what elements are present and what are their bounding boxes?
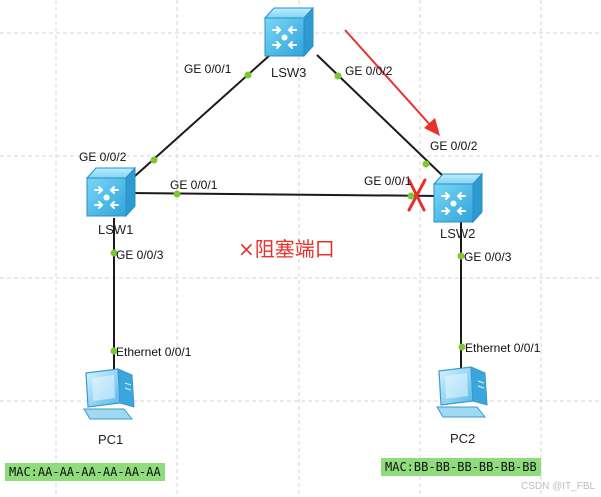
device-label-lsw3: LSW3 xyxy=(271,65,307,80)
port-label-pc1-eth001: Ethernet 0/0/1 xyxy=(116,345,192,359)
port-label-lsw1-ge001: GE 0/0/1 xyxy=(170,178,218,192)
arrow-icon xyxy=(344,29,440,136)
blocked-port-annotation: ×阻塞端口 xyxy=(238,237,335,261)
device-label-lsw2: LSW2 xyxy=(440,226,476,241)
pc-icon xyxy=(83,368,135,420)
port-label-lsw1-ge002: GE 0/0/2 xyxy=(79,150,127,164)
port-label-lsw1-ge003: GE 0/0/3 xyxy=(116,248,164,262)
x-mark-icon xyxy=(407,178,427,212)
switch-lsw2[interactable] xyxy=(433,173,483,223)
port-dots xyxy=(110,71,466,355)
port-label-lsw2-ge001: GE 0/0/1 xyxy=(364,174,412,188)
port-dot xyxy=(422,160,430,168)
port-dot xyxy=(110,249,118,257)
watermark: CSDN @IT_FBL xyxy=(521,481,596,492)
port-dot xyxy=(173,190,181,198)
link-lsw1-lsw2 xyxy=(129,192,441,197)
port-dot xyxy=(150,156,158,164)
pc-pc2[interactable] xyxy=(436,366,488,418)
port-dot xyxy=(407,192,415,200)
mac-label-pc1: MAC:AA-AA-AA-AA-AA-AA xyxy=(5,463,165,481)
port-label-pc2-eth001: Ethernet 0/0/1 xyxy=(465,341,541,355)
port-label-lsw2-ge002: GE 0/0/2 xyxy=(430,139,478,153)
device-label-lsw1: LSW1 xyxy=(98,222,134,237)
device-label-pc2: PC2 xyxy=(450,431,476,446)
switch-lsw1[interactable] xyxy=(86,167,136,217)
device-label-pc1: PC1 xyxy=(98,432,124,447)
switch-lsw3[interactable] xyxy=(264,7,314,57)
port-label-lsw3-ge002: GE 0/0/2 xyxy=(345,64,393,78)
port-label-lsw2-ge003: GE 0/0/3 xyxy=(464,250,512,264)
switch-icon xyxy=(264,7,314,57)
port-label-lsw3-ge001: GE 0/0/1 xyxy=(184,62,232,76)
links xyxy=(113,54,462,385)
port-dot xyxy=(457,252,465,260)
switch-icon xyxy=(86,167,136,217)
port-dot xyxy=(110,347,118,355)
port-dot xyxy=(334,72,342,80)
port-dot xyxy=(458,343,466,351)
switch-icon xyxy=(433,173,483,223)
port-dot xyxy=(244,71,252,79)
mac-label-pc2: MAC:BB-BB-BB-BB-BB-BB xyxy=(381,458,541,476)
pc-icon xyxy=(436,366,488,418)
pc-pc1[interactable] xyxy=(83,368,135,420)
